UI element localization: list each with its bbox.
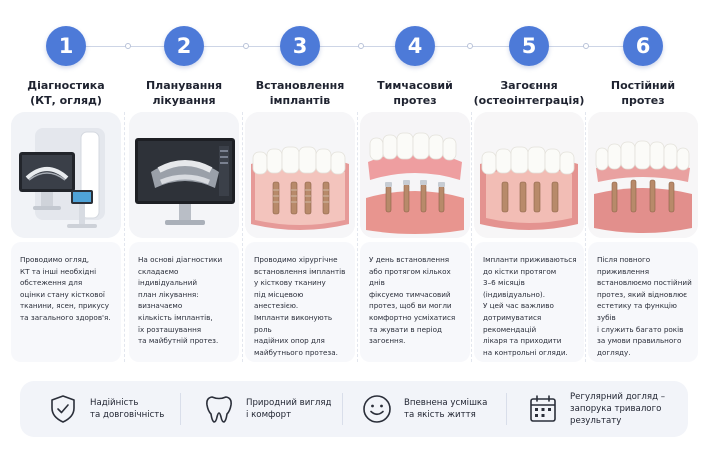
benefit-separator — [180, 393, 181, 425]
calendar-icon — [530, 395, 556, 422]
column-separator — [242, 112, 243, 362]
step-description: Проводимо хірургічне встановлення імплан… — [254, 255, 346, 357]
step-title: Загоєння (остеоінтеграція) — [473, 79, 585, 107]
step-title: Тимчасовий протез — [377, 79, 453, 107]
timeline-dot — [358, 43, 364, 49]
step-description-card: На основі діагностики складаємо індивіду… — [129, 242, 239, 362]
benefit-reliability: Надійність та довговічність — [46, 381, 164, 437]
benefits-bar: Надійність та довговічність Природний ви… — [20, 381, 688, 437]
benefit-text: Природний вигляд і комфорт — [246, 398, 332, 420]
implants-in-jaw-image — [245, 112, 355, 238]
step-title: Діагностика (КТ, огляд) — [27, 79, 105, 107]
benefit-separator — [342, 393, 343, 425]
step-title: Планування лікування — [145, 79, 223, 107]
smile-icon — [363, 395, 391, 423]
step-number: 2 — [164, 26, 204, 66]
step-description-card: Після повного приживлення встановлюємо п… — [588, 242, 698, 362]
timeline-dot — [583, 43, 589, 49]
step-number: 3 — [280, 26, 320, 66]
benefit-regular-care: Регулярний догляд – запорука тривалого р… — [526, 381, 665, 437]
benefit-separator — [506, 393, 507, 425]
benefit-natural-look: Природний вигляд і комфорт — [202, 381, 331, 437]
column-separator — [471, 112, 472, 362]
step-6: 6 Постійний протез Після по — [584, 0, 702, 472]
step-title: Постійний протез — [610, 79, 676, 107]
step-1: 1 Діагностика (КТ, огляд) Проводимо огля… — [7, 0, 125, 472]
step-number: 6 — [623, 26, 663, 66]
benefit-text: Надійність та довговічність — [90, 398, 165, 420]
step-description-card: Імпланти приживаються до кістки протягом… — [474, 242, 584, 362]
benefit-text: Регулярний догляд – запорука тривалого р… — [570, 392, 666, 426]
step-2: 2 Планування лікування На основі діагнос… — [125, 0, 243, 472]
step-description: Проводимо огляд, КТ та інші необхідні об… — [20, 255, 111, 322]
step-number: 5 — [509, 26, 549, 66]
osseointegration-image — [474, 112, 584, 238]
planning-monitor-image — [129, 112, 239, 238]
step-description-card: Проводимо огляд, КТ та інші необхідні об… — [11, 242, 121, 362]
tooth-icon — [206, 396, 232, 423]
step-description: Імпланти приживаються до кістки протягом… — [483, 255, 577, 357]
permanent-prosthesis-image — [588, 112, 698, 238]
timeline-dot — [243, 43, 249, 49]
step-description-card: Проводимо хірургічне встановлення імплан… — [245, 242, 355, 362]
shield-check-icon — [51, 395, 75, 423]
temporary-prosthesis-image — [360, 112, 470, 238]
column-separator — [357, 112, 358, 362]
timeline-dot — [467, 43, 473, 49]
column-separator — [585, 112, 586, 362]
benefit-confident-smile: Впевнена усмішка та якість життя — [360, 381, 487, 437]
step-description: Після повного приживлення встановлюємо п… — [597, 255, 692, 357]
step-3: 3 Встановлення імплантів — [241, 0, 359, 472]
benefit-text: Впевнена усмішка та якість життя — [404, 398, 488, 420]
step-description-card: У день встановлення або протягом кількох… — [360, 242, 470, 362]
step-number: 4 — [395, 26, 435, 66]
step-5: 5 Загоєння (остеоінтеграція) Імплант — [470, 0, 588, 472]
step-number: 1 — [46, 26, 86, 66]
step-description: На основі діагностики складаємо індивіду… — [138, 255, 223, 346]
step-title: Встановлення імплантів — [255, 79, 345, 107]
column-separator — [124, 112, 125, 362]
step-4: 4 Тимчасовий протез — [356, 0, 474, 472]
timeline-line — [66, 46, 642, 47]
ct-scanner-image — [11, 112, 121, 238]
step-description: У день встановлення або протягом кількох… — [369, 255, 456, 346]
timeline-dot — [125, 43, 131, 49]
